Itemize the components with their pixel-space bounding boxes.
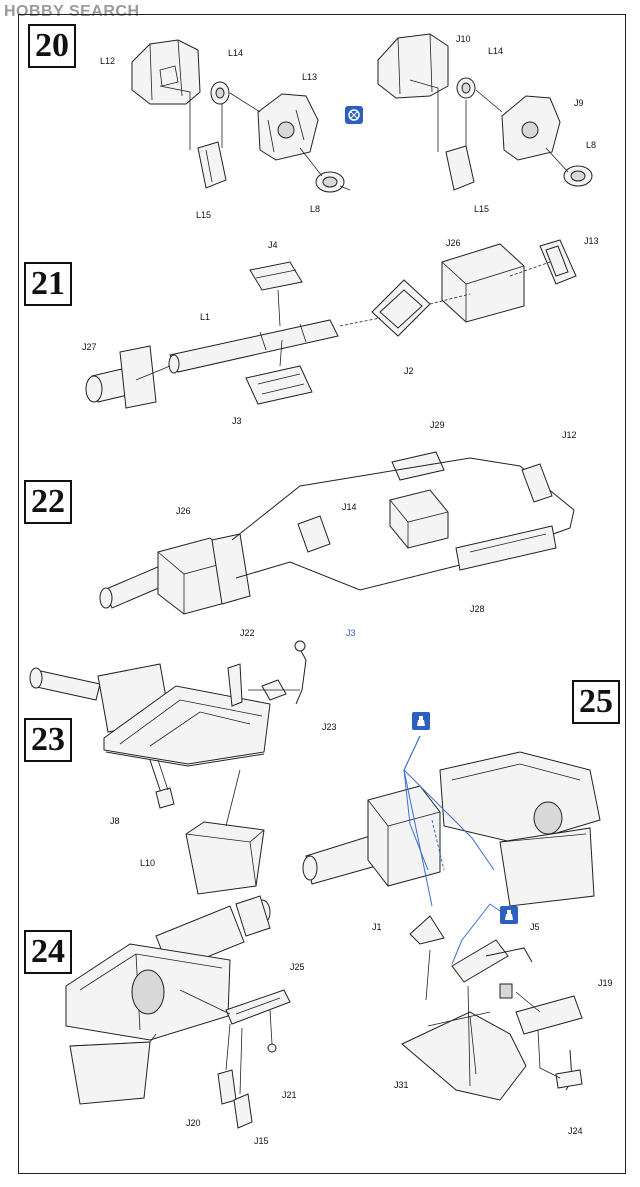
part-label: L15 bbox=[196, 210, 212, 220]
part-label: J1 bbox=[372, 922, 382, 932]
part-label: J22 bbox=[240, 628, 255, 638]
part-label: J3 bbox=[346, 628, 356, 638]
part-label: J10 bbox=[456, 34, 471, 44]
page-frame bbox=[18, 14, 626, 1174]
part-label: L14 bbox=[228, 48, 244, 58]
step-25-diagram bbox=[302, 735, 601, 1101]
step-number: 22 bbox=[24, 480, 72, 524]
part-label: J3 bbox=[232, 416, 242, 426]
part-label: J4 bbox=[268, 240, 278, 250]
part-label: J27 bbox=[82, 342, 97, 352]
step-20-diagram bbox=[131, 33, 593, 193]
part-label: L14 bbox=[488, 46, 504, 56]
step-number: 25 bbox=[572, 680, 620, 724]
step-23-diagram bbox=[29, 640, 307, 895]
part-label: L8 bbox=[310, 204, 321, 214]
glue-bottle-icon bbox=[412, 712, 430, 730]
part-label: L8 bbox=[586, 140, 597, 150]
part-label: J20 bbox=[186, 1118, 201, 1128]
part-label: L10 bbox=[140, 858, 156, 868]
part-label: J9 bbox=[574, 98, 584, 108]
step-22-diagram bbox=[99, 451, 575, 615]
part-label: J28 bbox=[470, 604, 485, 614]
part-label: J24 bbox=[568, 1126, 583, 1136]
part-label: J31 bbox=[394, 1080, 409, 1090]
step-number: 23 bbox=[24, 718, 72, 762]
step-number: 21 bbox=[24, 262, 72, 306]
part-label: J26 bbox=[176, 506, 191, 516]
step-21-diagram bbox=[85, 239, 577, 409]
part-label: J15 bbox=[254, 1136, 269, 1146]
part-label: J14 bbox=[342, 502, 357, 512]
part-label: L1 bbox=[200, 312, 211, 322]
part-label: J8 bbox=[110, 816, 120, 826]
either-option-icon bbox=[345, 106, 363, 124]
part-label: L13 bbox=[302, 72, 318, 82]
step-24-diagram bbox=[65, 895, 291, 1129]
part-label: J26 bbox=[446, 238, 461, 248]
step-number: 20 bbox=[28, 24, 76, 68]
part-label: J2 bbox=[404, 366, 414, 376]
part-label: J12 bbox=[562, 430, 577, 440]
part-label: L15 bbox=[474, 204, 490, 214]
part-label: J21 bbox=[282, 1090, 297, 1100]
watermark: HOBBY SEARCH bbox=[4, 3, 140, 20]
part-label: J13 bbox=[584, 236, 599, 246]
glue-bottle-icon bbox=[500, 906, 518, 924]
part-label: L12 bbox=[100, 56, 116, 66]
part-label: J25 bbox=[290, 962, 305, 972]
step-number: 24 bbox=[24, 930, 72, 974]
part-label: J23 bbox=[322, 722, 337, 732]
part-label: J19 bbox=[598, 978, 613, 988]
part-label: J5 bbox=[530, 922, 540, 932]
part-label: J29 bbox=[430, 420, 445, 430]
